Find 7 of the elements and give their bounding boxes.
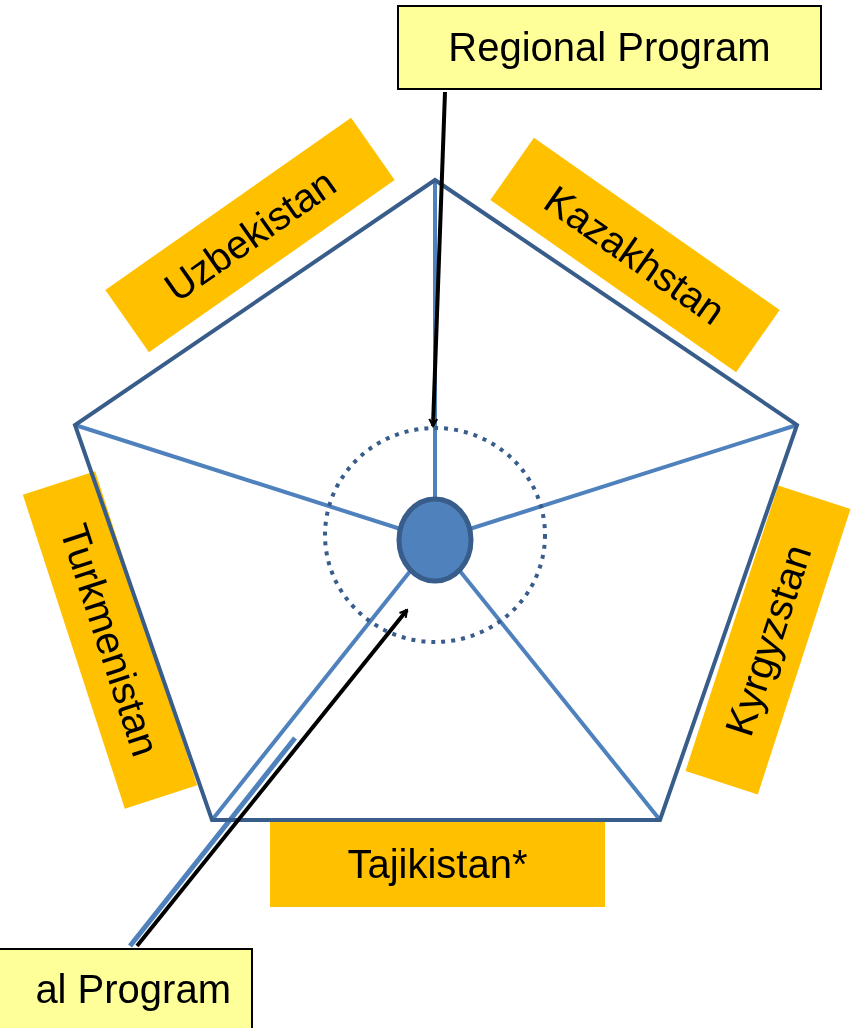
callout-box: Regional Program bbox=[397, 5, 822, 90]
dashed-circle bbox=[322, 425, 548, 645]
arrow bbox=[428, 91, 447, 427]
callout-box: al Program bbox=[0, 948, 253, 1028]
center-circle bbox=[396, 496, 474, 584]
arrow bbox=[135, 608, 409, 948]
country-label: Tajikistan* bbox=[270, 822, 605, 907]
